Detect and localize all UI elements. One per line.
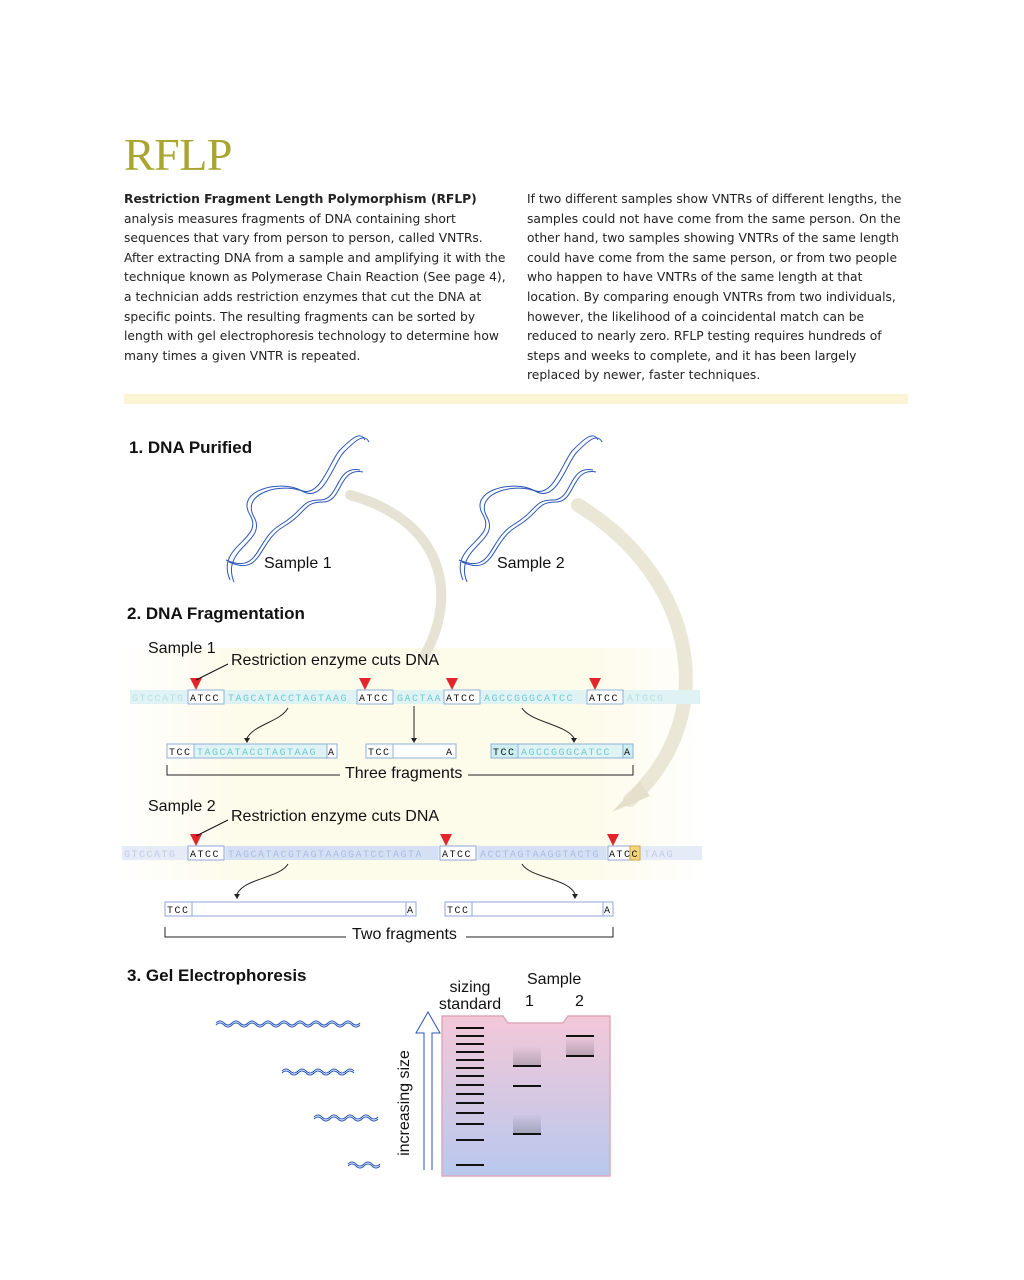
frag2-start: TCC (368, 748, 391, 759)
frag3-mid: AGCCGGGCATCC (521, 748, 611, 759)
sample-column-header: Sample (527, 971, 581, 989)
increasing-size-label: increasing size (396, 1038, 414, 1168)
frag3-start: TCC (493, 748, 516, 759)
s1-enzyme-leader (196, 664, 228, 680)
sample1-split-arrows (247, 706, 574, 738)
s1-site-4: ATCC (589, 694, 619, 705)
s2-seg-1: TAGCATACGTAGTAAGGATCCTAGTA (228, 850, 423, 861)
s2-enzyme-label: Restriction enzyme cuts DNA (231, 808, 439, 826)
s1-post: ATGCG (627, 694, 665, 705)
frag3-end: A (624, 748, 632, 759)
sample1-cut-markers (190, 678, 601, 690)
cut-marker-icon (589, 678, 601, 690)
cut-marker-icon (446, 678, 458, 690)
lane2-label: 2 (575, 993, 584, 1011)
s2-site-3: ATCC (609, 850, 639, 861)
s2-frag2-end: A (604, 906, 612, 917)
s1-site-1: ATCC (190, 694, 220, 705)
s1-seg-1: TAGCATACCTAGTAAG (228, 694, 348, 705)
s2-site-2: ATCC (442, 850, 472, 861)
frag2-end: A (446, 748, 454, 759)
cut-marker-icon (607, 834, 619, 846)
sample1-flow-arrow (350, 495, 441, 655)
s2-enzyme-leader (196, 820, 228, 836)
frag1-mid: TAGCATACCTAGTAAG (197, 748, 317, 759)
s1-site-2: ATCC (359, 694, 389, 705)
s2-site-1: ATCC (190, 850, 220, 861)
s2-frag2-start: TCC (447, 906, 470, 917)
frag1-start: TCC (169, 748, 192, 759)
lane1-label: 1 (525, 993, 534, 1011)
step1-heading: 1. DNA Purified (129, 438, 252, 458)
s2-pre: GTCCATG (124, 850, 177, 861)
sizing-standard-label: sizing standard (432, 979, 508, 1013)
frag1-end: A (328, 748, 336, 759)
s1-enzyme-label: Restriction enzyme cuts DNA (231, 652, 439, 670)
cut-marker-icon (440, 834, 452, 846)
s1-pre: GTCCATG (132, 694, 185, 705)
s2-seg-2: ACCTAGTAAGGTACTG (480, 850, 600, 861)
sample2-label: Sample 2 (497, 555, 565, 573)
size-wave-icons (216, 1021, 380, 1168)
two-fragments-caption: Two fragments (352, 926, 457, 944)
lane2-bands (566, 1036, 594, 1056)
increasing-size-arrow-icon (416, 1012, 440, 1170)
sample2-split-arrows (237, 864, 575, 894)
s2-frag1-start: TCC (167, 906, 190, 917)
cut-marker-icon (359, 678, 371, 690)
s1-seg-2: GACTAA (397, 694, 442, 705)
s2-post: TAAG (644, 850, 674, 861)
step2-heading: 2. DNA Fragmentation (127, 604, 305, 624)
frag-sample1-label: Sample 1 (148, 640, 216, 658)
three-fragments-caption: Three fragments (345, 765, 462, 783)
step3-heading: 3. Gel Electrophoresis (127, 966, 307, 986)
sample2-fragments (165, 902, 613, 916)
s2-frag1-end: A (407, 906, 415, 917)
sample2-cut-markers (190, 834, 619, 846)
sample1-label: Sample 1 (264, 555, 332, 573)
s1-seg-3: AGCCGGGCATCC (484, 694, 574, 705)
s1-site-3: ATCC (446, 694, 476, 705)
frag-sample2-label: Sample 2 (148, 798, 216, 816)
